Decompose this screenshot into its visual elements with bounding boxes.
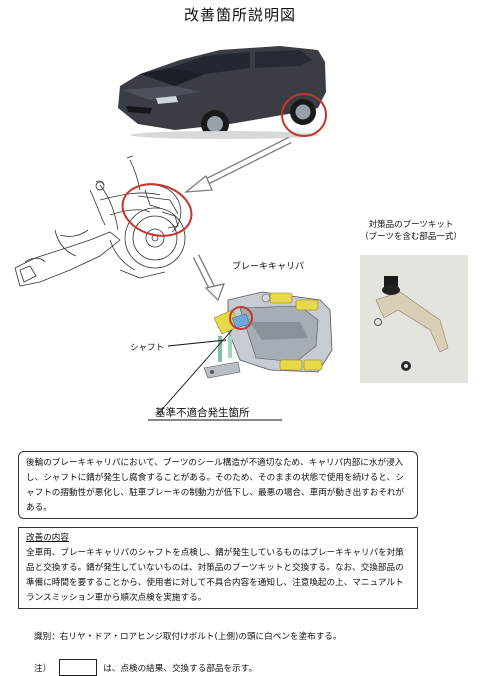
arrow-to-caliper xyxy=(192,254,225,302)
improvement-box: 改善の内容 全車両、ブレーキキャリパのシャフトを点検し、錆が発生しているものはブ… xyxy=(18,527,418,609)
improvement-text: 全車両、ブレーキキャリパのシャフトを点検し、錆が発生しているものはブレーキキャリ… xyxy=(26,548,404,603)
boot-kit-label-line1: 対策品のブーツキット xyxy=(368,220,454,230)
shaft-label: シャフト xyxy=(130,343,165,353)
note-line: 注） は、点検の結果、交換する部品を示す。 xyxy=(34,659,257,676)
improvement-title: 改善の内容 xyxy=(26,533,69,543)
brake-assembly-drawing xyxy=(14,155,186,287)
caliper-drawing xyxy=(203,291,333,379)
site-leader-line xyxy=(157,329,233,415)
caliper-highlight xyxy=(121,183,193,237)
note-legend-box xyxy=(59,659,98,676)
defect-description-box: 後輪のブレーキキャリパにおいて、ブーツのシール構造が不適切なため、キャリパ内部に… xyxy=(18,451,418,519)
brake-caliper-label: ブレーキキャリパ xyxy=(232,262,305,272)
arrow-to-brake xyxy=(184,136,292,193)
illustration-area xyxy=(14,46,468,421)
defect-description-text: 後輪のブレーキキャリパにおいて、ブーツのシール構造が不適切なため、キャリパ内部に… xyxy=(26,458,405,513)
shaft-highlight xyxy=(229,306,253,330)
nonconformity-site-label: 基準不適合発生箇所 xyxy=(155,407,250,419)
boot-kit-photo xyxy=(360,255,468,383)
boot-kit-label-line2: （ブーツを含む部品一式） xyxy=(360,232,462,242)
boot-kit-label: 対策品のブーツキット （ブーツを含む部品一式） xyxy=(352,219,470,243)
note-text: は、点検の結果、交換する部品を示す。 xyxy=(103,663,258,674)
shaft-leader-line xyxy=(167,339,227,347)
rear-wheel-highlight xyxy=(281,93,327,137)
page-title: 改善箇所説明図 xyxy=(183,6,296,24)
identification-line: 識別：右リヤ・ドア・ロアヒンジ取付けボルト(上側)の頭に白ペンを塗布する。 xyxy=(34,632,342,642)
note-prefix: 注） xyxy=(34,663,52,674)
car-image xyxy=(118,46,326,139)
